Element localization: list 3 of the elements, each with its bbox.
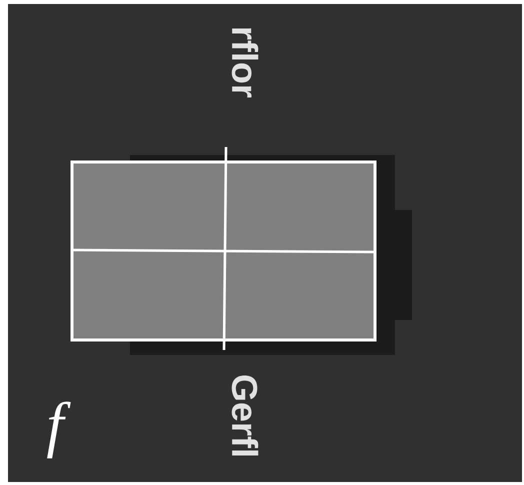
panel-label: f — [47, 402, 71, 458]
text-label: Gerfl — [232, 375, 258, 456]
text-label: rflor — [232, 28, 258, 98]
